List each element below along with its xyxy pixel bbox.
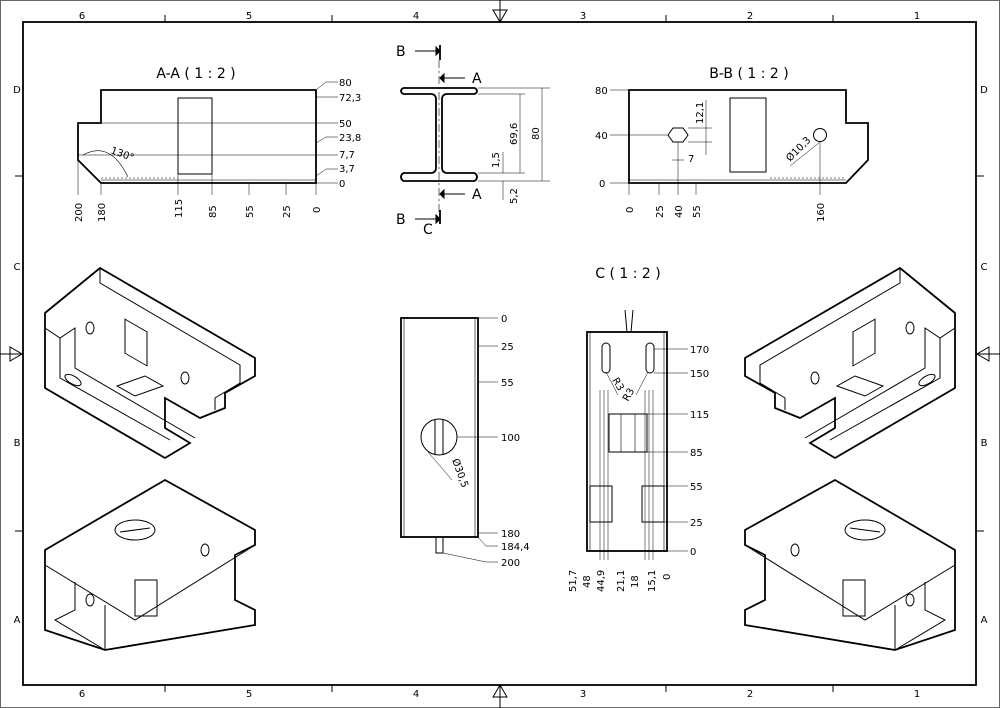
zone-top-2: 2 [747,11,753,22]
zone-top-4: 4 [413,11,419,22]
iso-view-bottom-left [44,479,256,651]
zone-left-d: D [13,85,21,96]
bb-dim-80: 80 [595,86,608,97]
section-aa-title: A-A ( 1 : 2 ) [156,66,235,82]
c-bdim-18: 18 [630,575,641,588]
c-bdim-44-9: 44,9 [596,570,607,592]
bb-dim-7: 7 [688,154,694,165]
c-bdim-21-1: 21,1 [616,570,627,592]
zone-left-b: B [14,438,21,449]
detail-c-marker: C [423,222,433,238]
bb-dim-0: 0 [599,179,605,190]
zone-bottom-3: 3 [580,689,586,700]
c-radius-1: R3 [609,376,625,393]
zone-right-a: A [981,615,988,626]
aa-bdim-55: 55 [245,205,256,218]
front-dim-100: 100 [501,433,520,444]
zone-top-5: 5 [246,11,252,22]
zone-left-c: C [14,262,21,273]
aa-dim-72-3: 72,3 [339,93,361,104]
zone-left-a: A [14,615,21,626]
bb-dim-40: 40 [595,131,608,142]
c-dim-25: 25 [690,518,703,529]
aa-bdim-0: 0 [312,207,323,213]
zone-bottom-1: 1 [914,689,920,700]
aa-bdim-85: 85 [208,205,219,218]
cut-b-bottom: B [396,212,406,228]
c-dim-170: 170 [690,345,709,356]
profile-dim-1-5: 1,5 [491,152,502,168]
zone-bottom-5: 5 [246,689,252,700]
front-dim-25: 25 [501,342,514,353]
c-bdim-51-7: 51,7 [568,570,579,592]
c-dim-115: 115 [690,410,709,421]
zone-bottom-4: 4 [413,689,419,700]
section-bb-title: B-B ( 1 : 2 ) [709,66,788,82]
zone-top-6: 6 [79,11,85,22]
aa-bdim-180: 180 [97,203,108,222]
detail-c-view: C ( 1 : 2 ) 170 150 1 [568,266,709,592]
zone-right-c: C [981,262,988,273]
c-dim-85: 85 [690,448,703,459]
section-aa-view: A-A ( 1 : 2 ) 130° 80 72,3 50 23,8 7,7 3… [74,66,361,222]
aa-bdim-200: 200 [74,203,85,222]
zone-bottom-6: 6 [79,689,85,700]
iso-view-top-left [44,267,256,459]
profile-view: B B A A C 80 69,6 1,5 5,2 [396,44,550,238]
front-dim-55: 55 [501,378,514,389]
bb-bdim-25: 25 [655,205,666,218]
iso-view-bottom-right [744,479,956,651]
cut-a-top: A [472,71,482,87]
aa-dim-23-8: 23,8 [339,133,361,144]
c-bdim-48: 48 [582,575,593,588]
zone-right-d: D [980,85,988,96]
profile-dim-80: 80 [531,127,542,140]
profile-dim-69-6: 69,6 [509,123,520,145]
aa-dim-0: 0 [339,179,345,190]
c-dim-150: 150 [690,369,709,380]
zone-top-1: 1 [914,11,920,22]
aa-dim-7-7: 7,7 [339,150,355,161]
zone-right-b: B [981,438,988,449]
detail-c-title: C ( 1 : 2 ) [595,266,660,282]
front-dim-200: 200 [501,558,520,569]
section-bb-view: B-B ( 1 : 2 ) 80 40 0 12,1 7 Ø10,3 0 25 [595,66,869,222]
zone-labels: 6 5 4 3 2 1 6 5 4 3 2 1 D C B A D C B A [13,11,988,700]
front-hole-dia: Ø30,5 [449,457,471,489]
bb-bdim-40: 40 [674,205,685,218]
front-view: 0 25 55 100 180 184,4 200 Ø30,5 [400,314,530,569]
front-dim-180: 180 [501,529,520,540]
bb-bdim-160: 160 [816,203,827,222]
bb-bdim-0: 0 [625,207,636,213]
bb-hole-dia: Ø10,3 [784,134,814,164]
c-dim-0: 0 [690,547,696,558]
bb-dim-12-1: 12,1 [695,102,706,124]
zone-top-3: 3 [580,11,586,22]
c-bdim-0: 0 [662,574,673,580]
front-dim-184-4: 184,4 [501,542,530,553]
cut-b-top: B [396,44,406,60]
aa-dim-80: 80 [339,78,352,89]
front-dim-0: 0 [501,314,507,325]
iso-view-top-right [744,267,956,459]
cut-a-bottom: A [472,187,482,203]
aa-bdim-25: 25 [282,205,293,218]
bb-bdim-55: 55 [692,205,703,218]
c-dim-55: 55 [690,482,703,493]
aa-dim-50: 50 [339,119,352,130]
aa-bdim-115: 115 [174,199,185,218]
profile-dim-5-2: 5,2 [509,188,520,204]
aa-dim-3-7: 3,7 [339,164,355,175]
c-radius-2: R3 [621,386,637,403]
c-bdim-15-1: 15,1 [647,570,658,592]
zone-bottom-2: 2 [747,689,753,700]
